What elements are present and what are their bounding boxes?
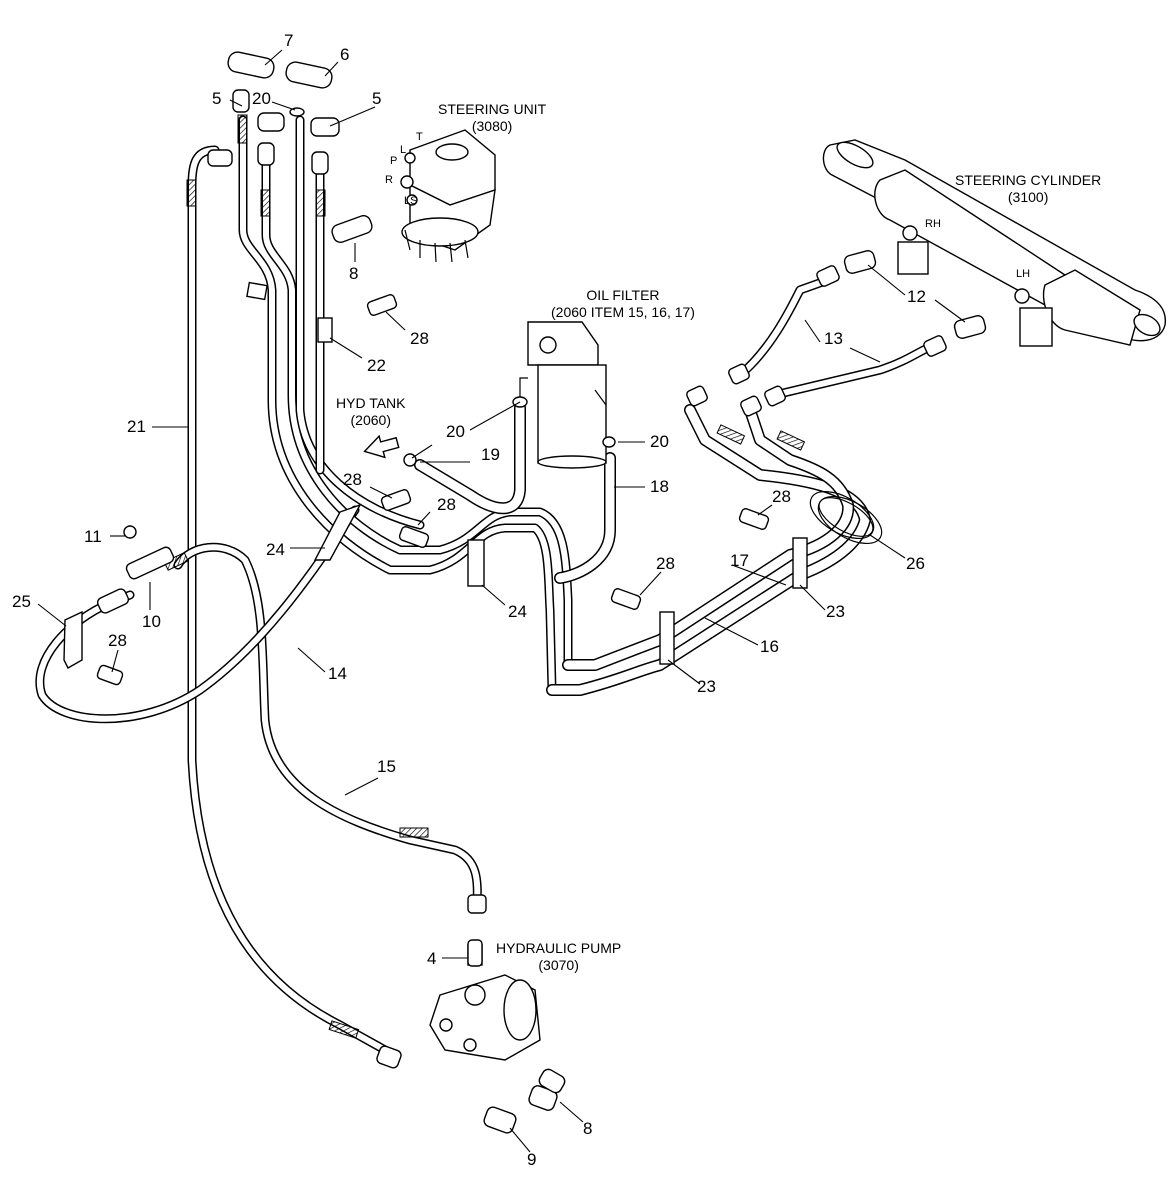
port-rh: RH — [925, 218, 941, 230]
callout-19: 19 — [481, 445, 500, 464]
hydraulic-pump-ref: (3070) — [538, 957, 579, 973]
fittings — [96, 51, 987, 1134]
port-r: R — [385, 174, 393, 186]
oil-filter-ref: (2060 ITEM 15, 16, 17) — [551, 304, 695, 320]
callout-9: 9 — [527, 1150, 537, 1169]
callout-5a: 5 — [212, 89, 222, 108]
callout-28c: 28 — [437, 495, 456, 514]
callout-11: 11 — [84, 527, 102, 546]
hose-21 — [187, 145, 390, 1055]
oil-filter — [519, 321, 607, 469]
callout-20a: 20 — [252, 89, 271, 108]
callout-5b: 5 — [372, 89, 382, 108]
callout-26: 26 — [906, 554, 925, 573]
callout-22: 22 — [367, 356, 386, 375]
callout-23b: 23 — [697, 677, 716, 696]
hose-18 — [554, 452, 616, 584]
callout-6: 6 — [340, 45, 350, 64]
hyd-tank-caption: HYD TANK (2060) — [336, 395, 406, 429]
coil-26 — [809, 490, 883, 545]
callout-20b: 20 — [446, 422, 465, 441]
callout-28f: 28 — [656, 554, 675, 573]
callout-15: 15 — [377, 757, 396, 776]
callout-16: 16 — [760, 637, 779, 656]
steering-cylinder-caption: STEERING CYLINDER (3100) — [955, 172, 1101, 206]
clamps — [63, 281, 808, 686]
hydraulic-pump-name: HYDRAULIC PUMP — [496, 940, 622, 956]
port-t: T — [416, 131, 423, 143]
steering-unit-ref: (3080) — [471, 118, 513, 134]
callout-14: 14 — [328, 664, 347, 683]
callout-18: 18 — [650, 477, 669, 496]
callout-7: 7 — [284, 31, 294, 50]
hose-14 — [35, 505, 360, 724]
hyd-tank-name: HYD TANK — [336, 395, 406, 411]
callout-21: 21 — [127, 417, 146, 436]
tank-arrow — [363, 434, 400, 459]
callout-28a: 28 — [410, 329, 429, 348]
callout-25: 25 — [12, 592, 31, 611]
callout-28b: 28 — [343, 470, 362, 489]
steering-unit — [400, 129, 496, 263]
port-l: L — [400, 144, 407, 156]
callout-28d: 28 — [108, 631, 127, 650]
leader-lines — [37, 49, 966, 1153]
hydraulic-pump — [429, 944, 541, 1061]
steering-unit-caption: STEERING UNIT (3080) — [438, 101, 546, 135]
callout-24b: 24 — [508, 602, 527, 621]
port-ls: LS — [404, 195, 418, 207]
steering-unit-name: STEERING UNIT — [438, 101, 547, 117]
tube-16 — [546, 404, 871, 696]
callout-8a: 8 — [349, 264, 359, 283]
callout-12: 12 — [907, 287, 926, 306]
callout-23a: 23 — [826, 602, 845, 621]
hose-crimps — [163, 114, 806, 1039]
oil-filter-name: OIL FILTER — [586, 287, 660, 303]
callout-10: 10 — [142, 612, 161, 631]
callout-8b: 8 — [583, 1119, 593, 1138]
callout-28e: 28 — [772, 487, 791, 506]
hose-15 — [173, 542, 482, 910]
hydraulic-pump-caption: HYDRAULIC PUMP (3070) — [496, 940, 621, 974]
port-lh: LH — [1016, 268, 1031, 280]
callout-4: 4 — [427, 949, 437, 968]
port-p: P — [390, 155, 398, 167]
steering-lines — [238, 115, 573, 695]
steering-cylinder — [822, 139, 1166, 347]
hose-19 — [414, 402, 526, 515]
callout-13: 13 — [824, 329, 843, 348]
hyd-tank-ref: (2060) — [350, 412, 391, 428]
callout-24a: 24 — [266, 540, 285, 559]
callout-20c: 20 — [650, 432, 669, 451]
oil-filter-caption: OIL FILTER (2060 ITEM 15, 16, 17) — [551, 287, 695, 321]
steering-cylinder-ref: (3100) — [1007, 189, 1049, 205]
steering-cylinder-name: STEERING CYLINDER — [955, 172, 1102, 188]
callout-17: 17 — [730, 551, 749, 570]
